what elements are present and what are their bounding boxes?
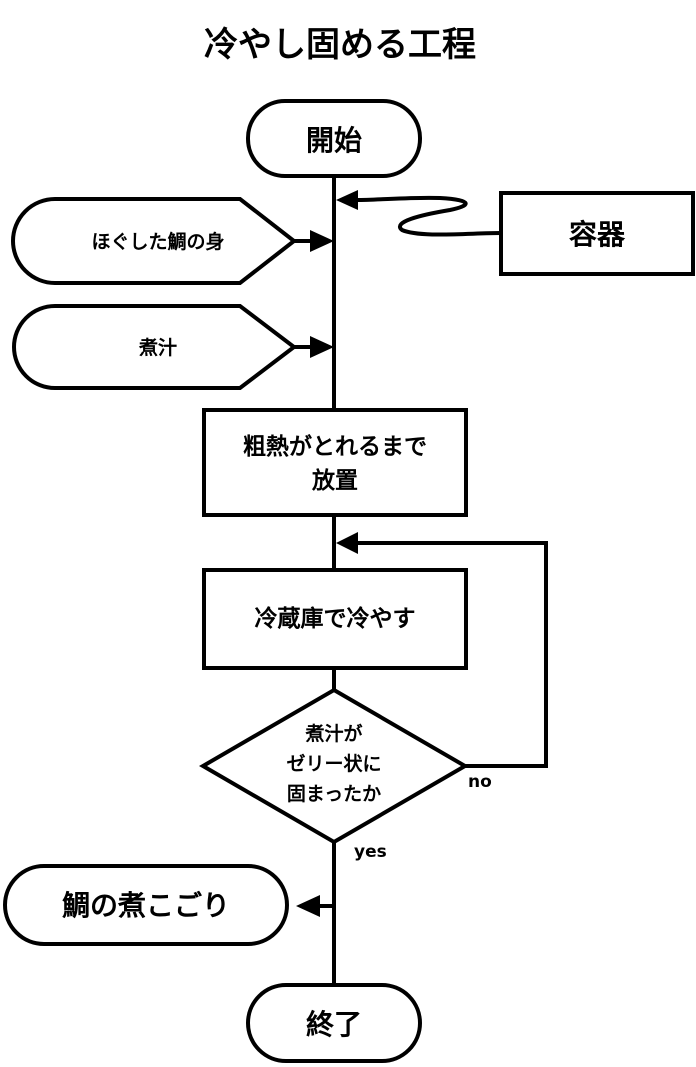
container-box: 容器 [499,191,695,276]
process-cool: 粗熱がとれるまで 放置 [202,408,468,517]
process-refrigerate: 冷蔵庫で冷やす [202,568,468,670]
output-arrowhead [296,895,320,917]
decision-line2: ゼリー状に [286,752,381,775]
container-label: 容器 [569,218,626,251]
decision-line3: 固まったか [287,783,381,805]
decision-jelly: 煮汁が ゼリー状に 固まったか [199,687,469,845]
container-connector [355,195,502,237]
loop-arrowhead [336,532,358,554]
loop-line-no [358,541,548,768]
label-yes: yes [354,842,387,862]
input-broth: 煮汁 [12,304,298,390]
input-fish-arrowhead [310,230,334,252]
input-broth-label: 煮汁 [138,336,177,359]
start-terminal: 開始 [246,99,422,178]
end-terminal: 終了 [246,983,422,1063]
container-arrowhead [336,190,358,210]
output-label: 鯛の煮こごり [62,889,230,922]
input-fish: ほぐした鯛の身 [11,197,298,285]
input-fish-label: ほぐした鯛の身 [91,230,224,253]
input-broth-arrowhead [310,336,334,358]
output-nikogori: 鯛の煮こごり [3,864,289,946]
process-cool-line2: 放置 [311,467,358,494]
process-cool-line1: 粗熱がとれるまで [243,433,427,460]
process-refrigerate-label: 冷蔵庫で冷やす [255,605,416,632]
start-label: 開始 [306,124,362,157]
decision-line1: 煮汁が [304,722,362,745]
label-no: no [468,772,492,792]
end-label: 終了 [306,1008,362,1041]
diagram-title: 冷やし固める工程 [204,25,476,65]
